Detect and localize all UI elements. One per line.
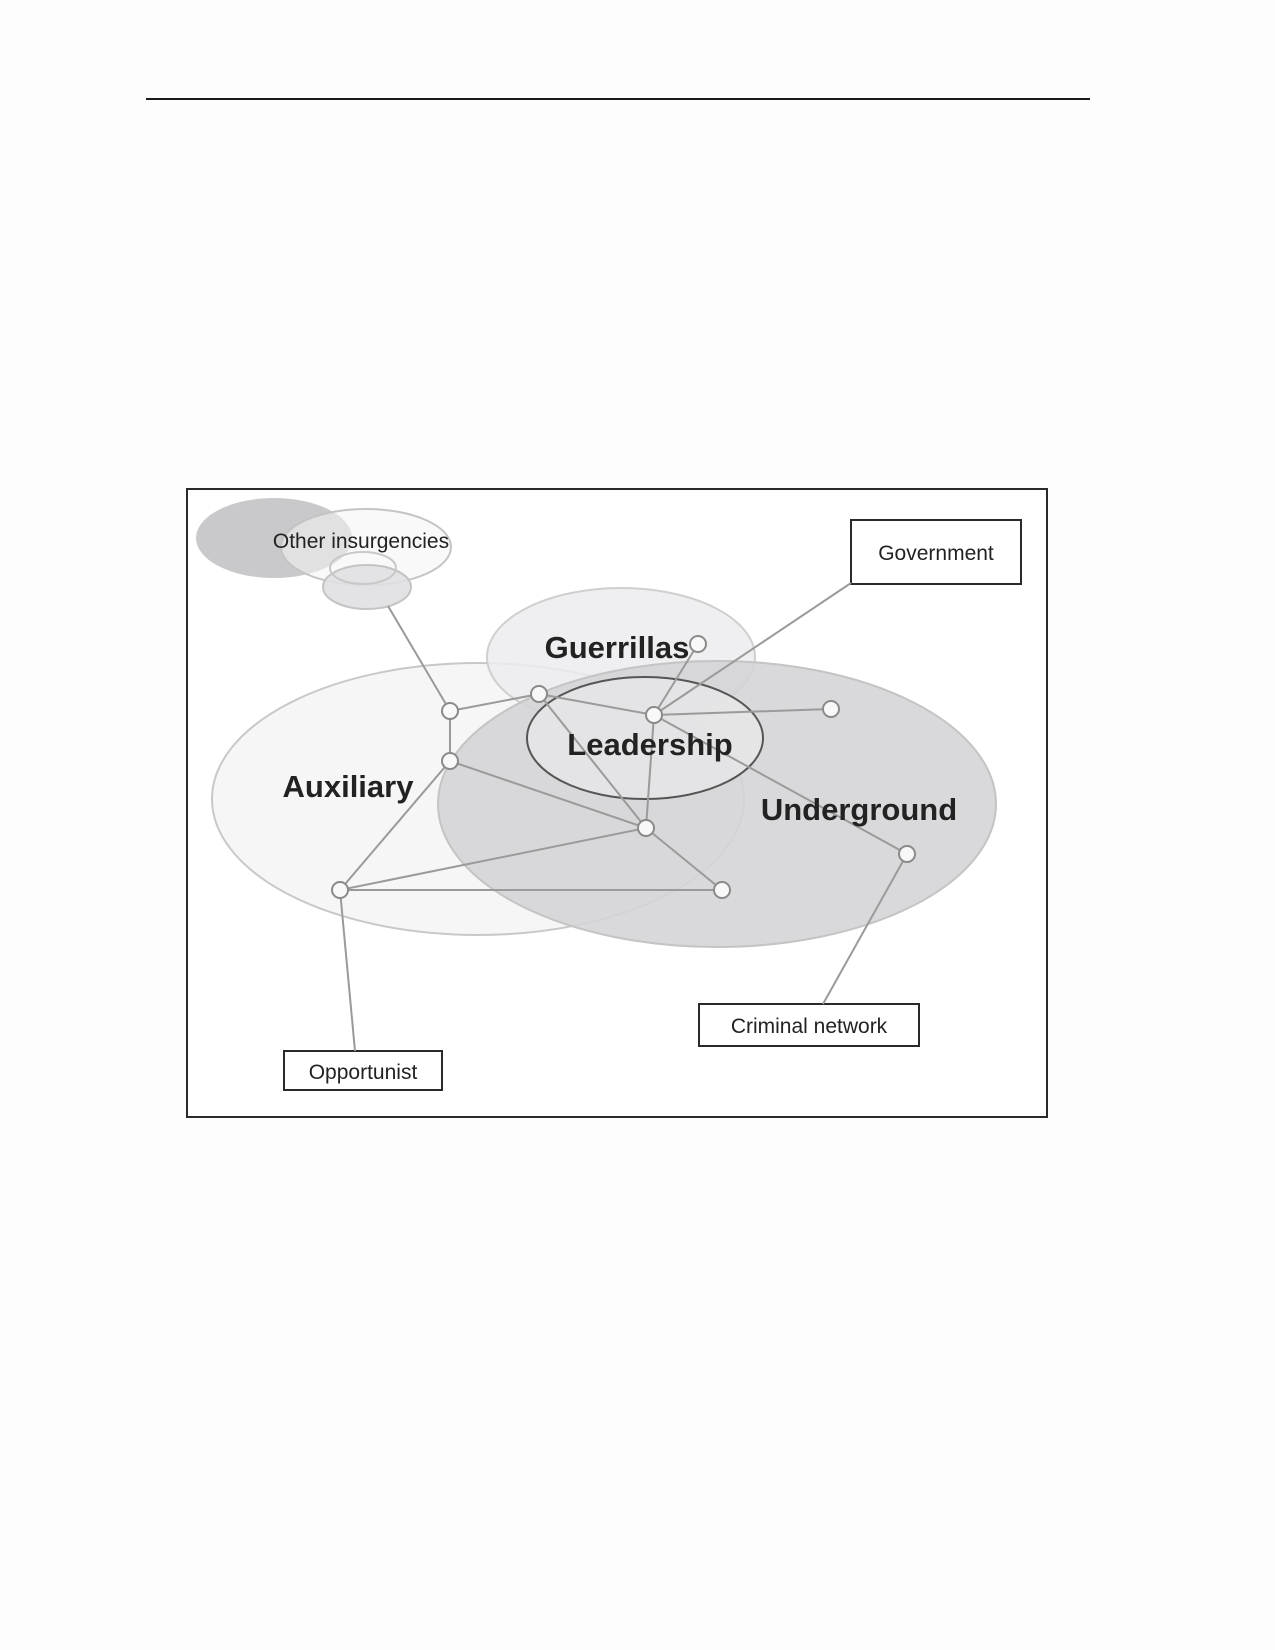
- other-insurgencies-label: Other insurgencies: [273, 530, 449, 553]
- criminal-network-label: Criminal network: [731, 1015, 888, 1038]
- link-aux-mid-underground: [449, 760, 647, 829]
- criminal-network-box-frame: [698, 1003, 920, 1047]
- opportunist-box: Opportunist: [283, 1050, 443, 1091]
- node-guerrilla-left: [530, 685, 548, 703]
- link-aux-top-guerrilla: [449, 693, 540, 712]
- link-guerrilla-underground: [538, 693, 647, 829]
- auxiliary-label: Auxiliary: [283, 769, 415, 804]
- opportunist-box-frame: [283, 1050, 443, 1091]
- link-underground-criminal: [822, 853, 908, 1005]
- links-layer: [339, 582, 908, 1052]
- opportunist-label: Opportunist: [309, 1061, 418, 1084]
- guerrillas-label: Guerrillas: [545, 630, 690, 665]
- link-insurgency-aux: [387, 605, 451, 712]
- link-leader-right: [653, 708, 832, 716]
- underground-label: Underground: [761, 792, 957, 827]
- nodes-layer: [331, 635, 916, 899]
- node-guerrilla-right: [689, 635, 707, 653]
- link-leader-government: [653, 582, 852, 716]
- node-auxiliary-top: [441, 702, 459, 720]
- leadership-ellipse: [526, 676, 764, 800]
- link-leader-underground-center: [645, 714, 655, 829]
- node-auxiliary-low: [331, 881, 349, 899]
- link-guerrilla-leader: [538, 693, 655, 716]
- network-diagram: Other insurgencies Government Criminal n…: [196, 498, 1022, 1091]
- node-underground-top-right: [822, 700, 840, 718]
- top-rule: [146, 98, 1090, 100]
- link-aux-opportunist: [339, 889, 356, 1052]
- insurgency-ellipse-small: [322, 564, 412, 610]
- link-aux-low-underground: [339, 827, 647, 891]
- node-leadership: [645, 706, 663, 724]
- link-aux-mid-aux-low: [339, 760, 451, 891]
- figure-frame: Other insurgencies Government Criminal n…: [186, 488, 1048, 1118]
- node-underground-center: [637, 819, 655, 837]
- link-leader-guerrilla-node: [653, 643, 699, 716]
- government-box: Government: [850, 519, 1022, 585]
- node-underground-right: [898, 845, 916, 863]
- government-box-frame: [850, 519, 1022, 585]
- node-underground-bottom: [713, 881, 731, 899]
- leadership-label: Leadership: [567, 727, 732, 762]
- node-auxiliary-mid: [441, 752, 459, 770]
- other-insurgencies-cluster: Other insurgencies: [196, 498, 452, 610]
- government-label: Government: [878, 542, 994, 565]
- insurgency-ellipse-inner: [329, 551, 397, 585]
- link-underground-bottom: [645, 827, 723, 891]
- criminal-network-box: Criminal network: [698, 1003, 920, 1047]
- link-leader-underground-right: [653, 714, 908, 855]
